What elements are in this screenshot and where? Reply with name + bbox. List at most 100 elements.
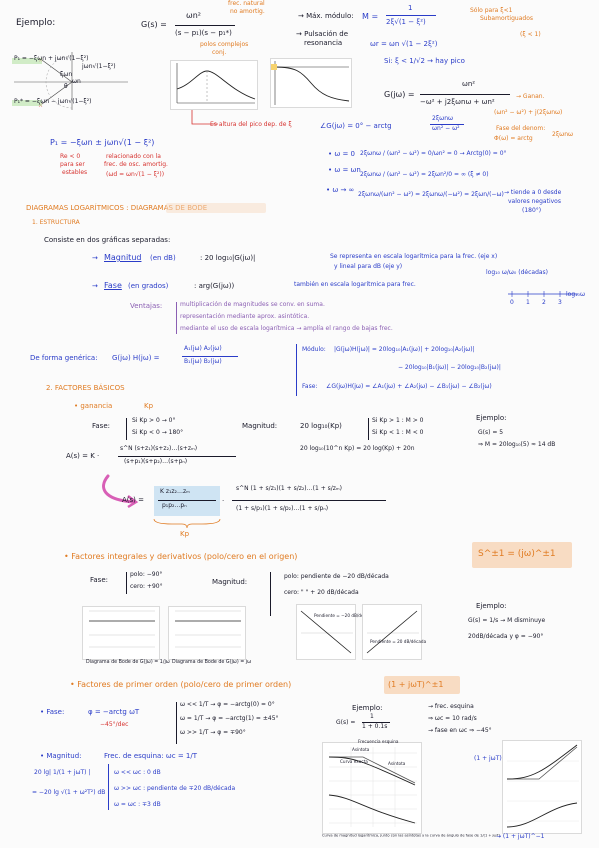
derivative-mag-figure bbox=[362, 604, 422, 660]
advantage-1: multiplicación de magnitudes se conv. en… bbox=[180, 301, 325, 308]
note-winf-3: (180°) bbox=[522, 207, 542, 214]
bullet-wn-expr: 2ξωnω / (ωn² − ω²) = 2ξωn²/0 = ∞ (ξ ≠ 0) bbox=[360, 171, 489, 178]
fo-case-2: ω = 1/T → φ = −arctg(1) = ±45° bbox=[180, 715, 279, 722]
re-note: Re < 0 bbox=[60, 153, 81, 160]
fo-mag-case-2: ω >> ωc : pendiente de ∓20 dB/década bbox=[114, 785, 236, 792]
first-order-formula: (1 + jωT)^±1 bbox=[388, 680, 444, 689]
advantage-3: mediante el uso de escala logarítmica → … bbox=[180, 325, 393, 332]
gain-example-g: G(s) = 5 bbox=[478, 429, 504, 436]
peak-cond: Si: ξ < 1/√2 → hay pico bbox=[384, 57, 465, 65]
note-complex-poles: polos complejos bbox=[200, 41, 249, 48]
fo-mag-expr-2: = −20 lg √(1 + ω²T²) dB bbox=[32, 789, 106, 796]
bullet-w0: • ω = 0 bbox=[328, 150, 355, 158]
wr-expr: ωr = ωn √(1 − 2ξ²) bbox=[370, 40, 438, 48]
s-plane-svg: × × bbox=[12, 52, 128, 110]
fo-example-bar bbox=[362, 722, 390, 723]
phase-label: Fase bbox=[104, 281, 122, 290]
fo-phase-expr: φ = −arctg ωT bbox=[88, 708, 140, 716]
gjw-rat: (ωn² − ω²) + j(2ξωnω) bbox=[494, 109, 563, 116]
first-order-bode-figure bbox=[322, 742, 422, 834]
magnitude-expr: : 20 log₁₀|G(jω)| bbox=[200, 254, 256, 262]
plane-label-p1: P₁ = −ξωn + jωn√(1−ξ²) bbox=[14, 55, 89, 62]
first-order-formula-box bbox=[384, 676, 460, 694]
a-expr: A(s) = K · bbox=[66, 452, 100, 460]
advantage-2: representación mediante aprox. asintótic… bbox=[180, 313, 310, 320]
axis-tick-0: 0 bbox=[510, 299, 514, 306]
max-modulus-label: → Máx. módulo: bbox=[298, 12, 354, 20]
first-order-bode-svg bbox=[328, 747, 417, 827]
general-phase-label: Fase: bbox=[302, 383, 318, 390]
bullet-w0-expr: 2ξωnω / (ωn² − ω²) = 0/ωn² = 0 → Arctg(0… bbox=[360, 150, 507, 157]
fo-corner: Frec. de esquina: ωc = 1/T bbox=[104, 752, 198, 760]
gjw-bar bbox=[420, 94, 510, 95]
note-winf: → tiende a 0 desde bbox=[504, 189, 562, 196]
axis-tick-2: 2 bbox=[542, 299, 546, 306]
general-mod-expr-2: − 20log₁₀|B₁(jω)| − 20log₁₀|B₂(jω)| bbox=[398, 364, 501, 371]
plane-label-theta: θ bbox=[64, 83, 68, 90]
integral-phase-svg bbox=[89, 610, 155, 648]
fo-phase-label: • Fase: bbox=[40, 708, 65, 716]
phase-figure bbox=[270, 58, 352, 108]
fo-example-r1: → frec. esquina bbox=[428, 703, 474, 710]
log-note: log₁₀ ω/ω₀ (décadas) bbox=[486, 269, 549, 276]
first-order-heading: • Factores de primer orden (polo/cero de… bbox=[70, 680, 292, 689]
gain-mag-brace bbox=[368, 418, 369, 440]
axis-tick-3: 3 bbox=[558, 299, 562, 306]
gain-mag-neg: Si Kp < 1 : M < 0 bbox=[372, 429, 424, 436]
phase-frac-num: 2ξωnω bbox=[432, 115, 454, 122]
fo-example-r3: → fase en ωc ⇒ −45° bbox=[428, 727, 492, 734]
note-no-damped: no amortig. bbox=[230, 8, 265, 15]
fo-example: Ejemplo: bbox=[352, 704, 383, 712]
integral-example-g: G(s) = 1/s → M disminuye bbox=[468, 617, 546, 624]
m-label: M = bbox=[362, 12, 379, 21]
a2-rest-num: s^N (1 + s/z₁)(1 + s/z₂)…(1 + s/zₘ) bbox=[236, 485, 343, 492]
magnitude-peak-figure bbox=[170, 60, 258, 110]
gain-symbol: Kp bbox=[144, 402, 154, 410]
gjw-note-gain: → Ganan. bbox=[516, 93, 545, 100]
integral-mag-zero: cero: " " + 20 dB/década bbox=[284, 589, 359, 596]
fo-mag-brace bbox=[108, 764, 109, 810]
a2-rest-bar bbox=[232, 500, 386, 501]
general-mod-expr: |G(jω)H(jω)| = 20log₁₀|A₁(jω)| + 20log₁₀… bbox=[334, 346, 475, 353]
bullet-winf: • ω → ∞ bbox=[326, 186, 355, 194]
damped-note: relacionado con la bbox=[106, 153, 161, 160]
integral-formula: S^±1 = (jω)^±1 bbox=[478, 549, 556, 559]
fo-fig-label-corner: Frecuencia esquina bbox=[358, 739, 399, 745]
a-bar bbox=[118, 456, 236, 457]
fo-plus-label: (1 + jωT)^+1 bbox=[474, 755, 516, 762]
integral-mag-figure bbox=[296, 604, 356, 660]
note-subdamped: Subamortiguados bbox=[480, 15, 533, 22]
gjw-label: G(jω) = bbox=[384, 90, 415, 99]
fo-minus-label: → (1 + jωT)^−1 bbox=[496, 833, 545, 840]
section-estructura: 1. ESTRUCTURA bbox=[32, 219, 80, 226]
general-phase-expr: ∠G(jω)H(jω) = ∠A₁(jω) + ∠A₂(jω) − ∠B₁(jω… bbox=[326, 383, 492, 390]
integral-fase-brace bbox=[126, 572, 127, 594]
arrow-phase: → bbox=[92, 282, 98, 290]
magnitude-note: Se representa en escala logarítmica para… bbox=[330, 253, 498, 260]
example-title: Ejemplo: bbox=[16, 18, 56, 28]
damped-note-3: (ωd = ωn√(1 − ξ²)) bbox=[106, 171, 165, 178]
gain-fase-pos: Si Kp > 0 → 0° bbox=[132, 417, 176, 424]
integral-mag-svg bbox=[300, 610, 353, 654]
log-axis-sketch bbox=[508, 291, 578, 297]
fo-example-r2: ⇒ ωc = 10 rad/s bbox=[428, 715, 477, 722]
integral-mag-brace bbox=[270, 572, 271, 616]
magnitude-peak-svg bbox=[176, 63, 256, 104]
integral-heading: • Factores integrales y derivativos (pol… bbox=[64, 552, 298, 561]
kp-brace bbox=[153, 518, 221, 529]
m-den: 2ξ√(1 − ξ²) bbox=[386, 18, 426, 26]
plane-label-re: ξωn bbox=[60, 71, 73, 78]
first-order-zero-svg bbox=[506, 744, 579, 828]
gjw-num: ωn² bbox=[462, 80, 476, 88]
a2-gain-den: p₁p₂…pₙ bbox=[162, 502, 187, 509]
general-num: A₁(jω) A₂(jω) bbox=[184, 345, 222, 352]
general-den: B₁(jω) B₂(jω) bbox=[184, 358, 222, 365]
note-winf-2: valores negativos bbox=[508, 198, 561, 205]
general-lead: De forma genérica: bbox=[30, 354, 98, 362]
peak-arrow bbox=[191, 110, 218, 125]
m-num: 1 bbox=[408, 4, 413, 12]
derivative-phase-figure bbox=[168, 606, 246, 660]
bode-intro: Consiste en dos gráficas separadas: bbox=[44, 236, 171, 244]
poles-expr: P₁ = −ξωn ± jωn√(1 − ξ²) bbox=[50, 138, 155, 147]
phase-svg bbox=[271, 61, 350, 105]
